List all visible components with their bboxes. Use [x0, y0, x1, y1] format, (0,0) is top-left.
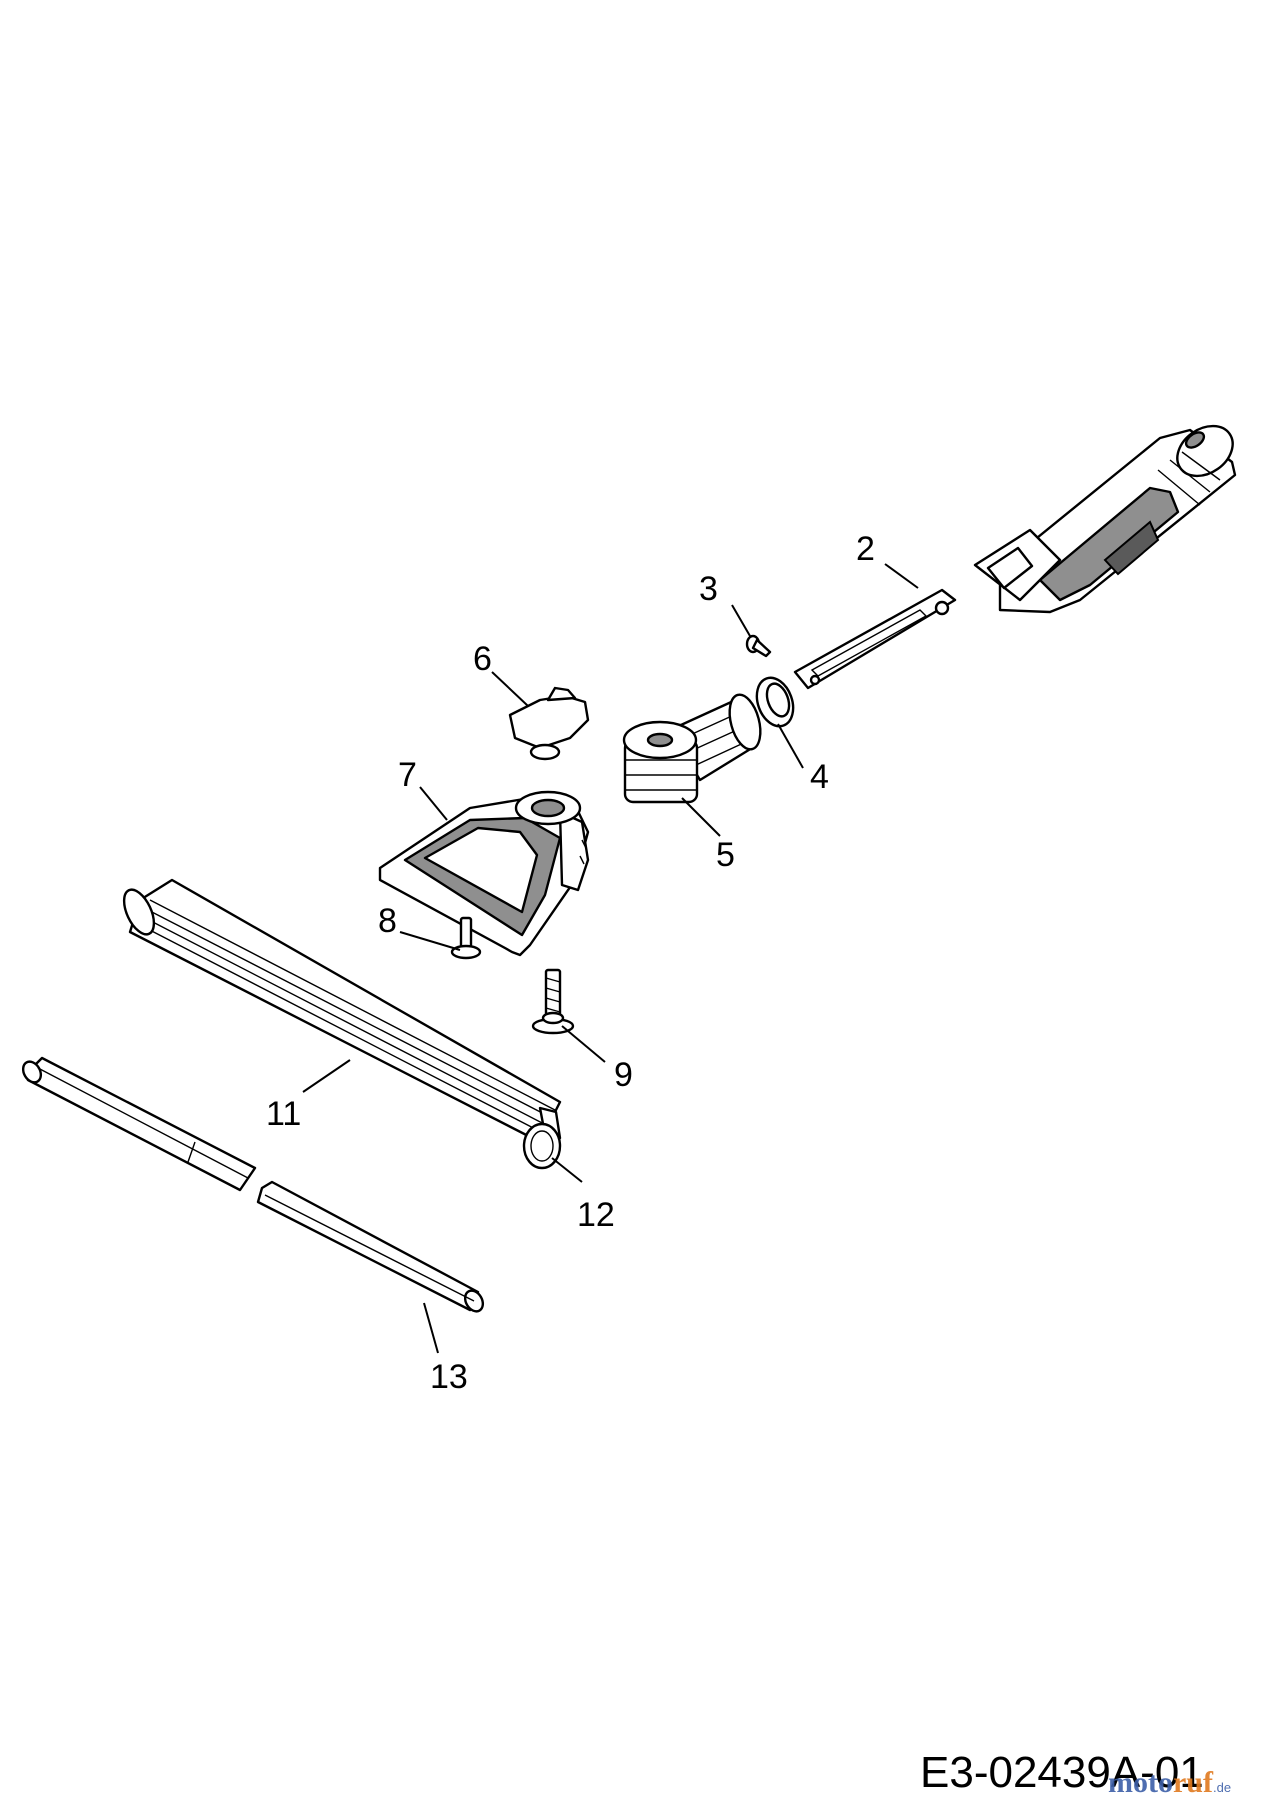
callout-6: 6: [473, 640, 492, 678]
shaft: [21, 1056, 485, 1313]
callout-5: 5: [716, 836, 735, 874]
callout-9: 9: [614, 1056, 633, 1094]
ring: [755, 676, 795, 728]
bracket: [378, 790, 590, 957]
svg-text:motoruf.de: motoruf.de: [1108, 1766, 1231, 1799]
bolt: [531, 968, 575, 1035]
knob: [508, 686, 590, 761]
callout-13: 13: [430, 1358, 468, 1396]
callout-12: 12: [577, 1196, 615, 1234]
callout-4: 4: [810, 758, 829, 796]
handle-grip: [973, 424, 1237, 614]
leader-lines: [302, 563, 919, 1354]
callout-3: 3: [699, 570, 718, 608]
watermark-part2: ruf: [1173, 1766, 1214, 1799]
callout-7: 7: [398, 756, 417, 794]
small-screw: [745, 634, 772, 658]
callout-2: 2: [856, 530, 875, 568]
roller: [122, 878, 562, 1152]
watermark-suffix: .de: [1213, 1780, 1231, 1795]
end-cap: [522, 1122, 562, 1170]
slotted-bar: [793, 588, 957, 690]
reference-code: E3-02439A-01: [920, 1748, 1204, 1797]
watermark-part1: moto: [1108, 1766, 1173, 1799]
watermark-logo: motoruf.de: [1108, 1766, 1231, 1799]
callout-11: 11: [266, 1095, 301, 1133]
callout-8: 8: [378, 902, 397, 940]
housing: [622, 693, 762, 804]
